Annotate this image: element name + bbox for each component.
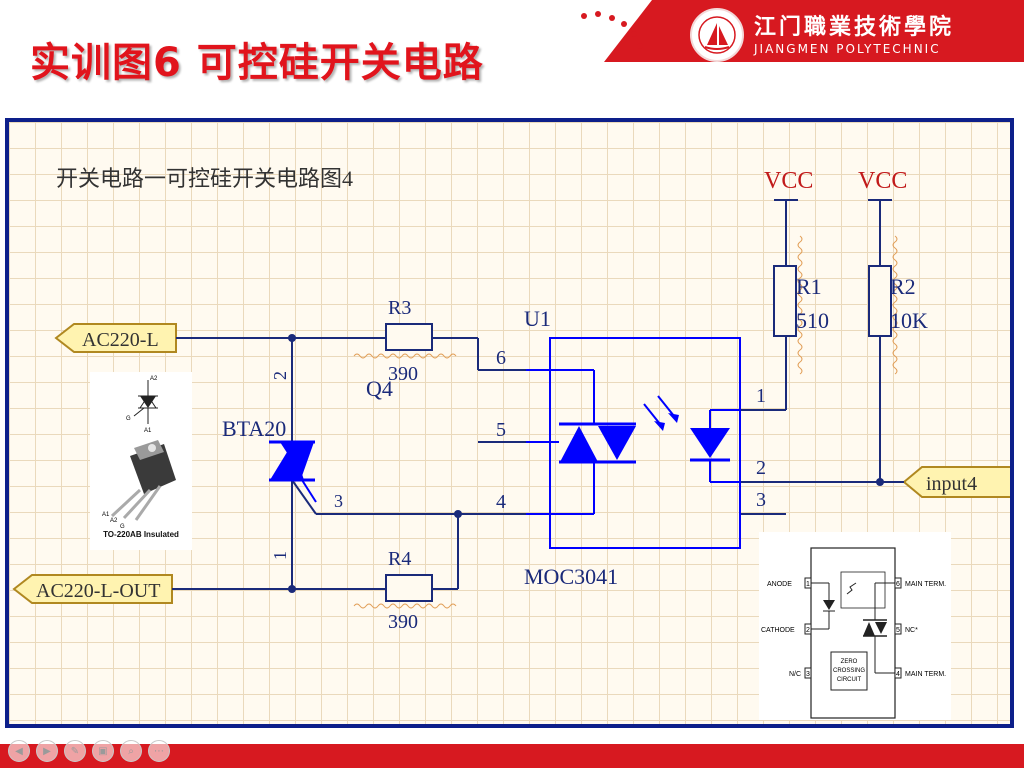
symbol-pin-a2: A2: [150, 376, 158, 382]
pinout-left-3: N/C: [789, 671, 801, 678]
pinout-left-2: CATHODE: [761, 627, 795, 634]
zc-line-1: ZERO: [841, 659, 858, 665]
port-ac220-l: AC220-L: [54, 323, 177, 353]
r4-ref: R4: [388, 548, 411, 570]
previous-slide-button[interactable]: ◀: [8, 740, 30, 762]
triac-package-icon: A2 G A1 A1 A2 G: [102, 376, 176, 530]
zoom-button[interactable]: ⌕: [120, 740, 142, 762]
u1-pin-3: 3: [756, 489, 766, 511]
pinout-left-1: ANODE: [767, 581, 792, 588]
junction-dots: [288, 334, 884, 593]
diagram-caption: 开关电路一可控硅开关电路图4: [56, 166, 353, 191]
institution-name-en: JIANGMEN POLYTECHNIC: [754, 42, 941, 56]
r4-value: 390: [388, 611, 418, 633]
package-caption: TO-220AB Insulated: [103, 530, 179, 539]
triac-pin-bottom: 1: [270, 551, 290, 560]
resistor-r1: R1 510: [773, 235, 829, 375]
chip-pinout-diagram: ANODE CATHODE N/C 1 2 3 6 5 4 MAIN TERM.…: [759, 532, 951, 720]
institution-logo: 江门職業技術學院 JIANGMEN POLYTECHNIC: [690, 8, 954, 62]
slide-header: 实训图6 可控硅开关电路 江门職業技術學院 JIANGMEN POLYTECHN…: [0, 0, 1024, 100]
pinout-num-3: 3: [806, 671, 810, 678]
slideshow-nav: ◀ ▶ ✎ ▣ ⌕ ⋯: [8, 740, 170, 762]
triac-pin-gate: 3: [334, 491, 343, 511]
photo-pin-g: G: [120, 524, 125, 528]
triac-part: BTA20: [222, 416, 286, 441]
pinout-num-4: 4: [896, 671, 900, 678]
port-input4-label: input4: [926, 473, 977, 495]
more-options-button[interactable]: ⋯: [148, 740, 170, 762]
slides-grid-button[interactable]: ▣: [92, 740, 114, 762]
resistor-r2: R2 10K: [868, 235, 928, 375]
port-input4: input4: [902, 466, 1010, 498]
next-slide-button[interactable]: ▶: [36, 740, 58, 762]
wires: [172, 199, 904, 590]
u1-pin-1: 1: [756, 385, 766, 407]
r2-ref: R2: [890, 274, 916, 299]
r2-value: 10K: [890, 308, 928, 333]
u1-pin-6: 6: [496, 347, 506, 369]
r3-value: 390: [388, 363, 418, 385]
symbol-pin-a1: A1: [144, 428, 152, 434]
port-ac220-l-label: AC220-L: [82, 329, 159, 351]
triac-pin-top: 2: [270, 371, 290, 380]
pinout-num-1: 1: [806, 581, 810, 588]
photo-pin-a2: A2: [110, 518, 118, 524]
pen-tool-button[interactable]: ✎: [64, 740, 86, 762]
zc-line-3: CIRCUIT: [837, 677, 862, 683]
pinout-num-2: 2: [806, 627, 810, 634]
vcc-label-1: VCC: [764, 168, 813, 194]
sail-logo-icon: [690, 8, 744, 62]
pinout-right-4: MAIN TERM.: [905, 671, 946, 678]
footer-band: [0, 744, 1024, 768]
pinout-right-5: NC*: [905, 627, 918, 634]
pinout-num-6: 6: [896, 581, 900, 588]
resistor-r3: R3 390: [353, 297, 457, 385]
resistor-r4: R4 390: [353, 548, 457, 633]
vcc-label-2: VCC: [858, 168, 907, 194]
port-ac220-l-out: AC220-L-OUT: [12, 574, 173, 604]
pinout-num-5: 5: [896, 627, 900, 634]
optocoupler-u1: U1 MOC3041 6 5 4 1 2 3: [496, 306, 766, 589]
page-title: 实训图6 可控硅开关电路: [30, 40, 484, 86]
zc-line-2: CROSSING: [833, 668, 865, 674]
port-ac220-l-out-label: AC220-L-OUT: [36, 580, 160, 602]
r1-value: 510: [796, 308, 829, 333]
circuit-frame: 开关电路一可控硅开关电路图4 AC220-L AC220-L-OUT input…: [5, 118, 1014, 728]
r3-ref: R3: [388, 297, 411, 319]
pinout-right-6: MAIN TERM.: [905, 581, 946, 588]
u1-pin-5: 5: [496, 419, 506, 441]
u1-pin-4: 4: [496, 491, 506, 513]
decorative-dots: [581, 11, 643, 49]
header-red-band: [604, 0, 1024, 62]
u1-pin-2: 2: [756, 457, 766, 479]
photo-pin-a1: A1: [102, 512, 110, 518]
u1-ref: U1: [524, 306, 551, 331]
institution-name-cn: 江门職業技術學院: [754, 14, 955, 40]
r1-ref: R1: [796, 274, 822, 299]
triac-ref: Q4: [366, 376, 393, 401]
schematic-diagram: 开关电路一可控硅开关电路图4 AC220-L AC220-L-OUT input…: [12, 166, 1010, 633]
u1-part: MOC3041: [524, 564, 618, 589]
triac-bta20: BTA20 Q4 2 1 3: [222, 371, 393, 560]
symbol-pin-g: G: [126, 416, 131, 422]
package-photo: A2 G A1 A1 A2 G TO-220AB Insulated: [90, 372, 192, 550]
